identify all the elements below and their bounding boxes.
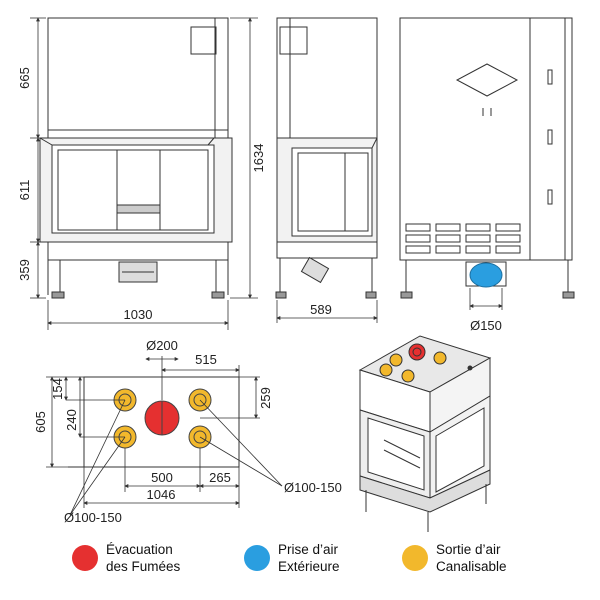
top-view: [68, 376, 240, 468]
legend-item-smoke-exhaust: Évacuation des Fumées: [72, 541, 180, 575]
dim-spacing-500: 500: [151, 470, 173, 485]
back-air-inlet: [469, 262, 503, 288]
dim-total-1046: 1046: [147, 487, 176, 502]
back-side-panel: [529, 17, 573, 261]
dim-height-665: 665: [17, 67, 32, 89]
dim-offset-154: 154: [50, 378, 65, 400]
legend-label-line1: Prise d’air: [278, 542, 339, 557]
side-hood: [276, 17, 378, 139]
dim-total-height-1634: 1634: [251, 144, 266, 173]
front-smoke-plate: [190, 26, 217, 55]
legend-dot-yellow-icon: [402, 545, 428, 571]
front-view: [39, 17, 233, 299]
dim-height-611: 611: [17, 180, 32, 201]
dim-offset-265: 265: [209, 470, 231, 485]
legend-label-line2: Extérieure: [278, 559, 340, 574]
back-view: [399, 17, 575, 299]
dim-width-1030: 1030: [124, 307, 153, 322]
top-smoke-outlet: [144, 400, 180, 436]
legend-label-line2: des Fumées: [106, 559, 181, 574]
legend-item-air-inlet: Prise d’air Extérieure: [244, 541, 340, 575]
side-view: [275, 17, 378, 299]
back-smoke-outlet-plate: [455, 63, 519, 97]
dim-smoke-200: Ø200: [146, 338, 178, 353]
dim-outlet-left: Ø100-150: [64, 510, 122, 525]
isometric-view: [358, 335, 492, 532]
legend-dot-red-icon: [72, 545, 98, 571]
legend-item-air-outlet: Sortie d’air Canalisable: [402, 541, 507, 575]
dim-depth-589: 589: [310, 302, 332, 317]
front-glass: [51, 144, 215, 234]
front-base: [47, 241, 229, 261]
dim-height-359: 359: [17, 259, 32, 281]
legend-label-line2: Canalisable: [436, 559, 507, 574]
dim-offset-240: 240: [64, 409, 79, 431]
top-outline: [83, 376, 240, 468]
back-vent-grilles: [405, 223, 521, 254]
dim-outlet-right: Ø100-150: [284, 480, 342, 495]
legend-label-line1: Évacuation: [106, 542, 173, 557]
legend-label-line1: Sortie d’air: [436, 542, 501, 557]
front-hood: [47, 17, 229, 139]
side-inlet-pipe: [300, 256, 330, 284]
dim-offset-515: 515: [195, 352, 217, 367]
legend-dot-blue-icon: [244, 545, 270, 571]
dim-inlet-150: Ø150: [470, 318, 502, 333]
dim-offset-259: 259: [258, 387, 273, 409]
dim-depth-605: 605: [33, 411, 48, 433]
